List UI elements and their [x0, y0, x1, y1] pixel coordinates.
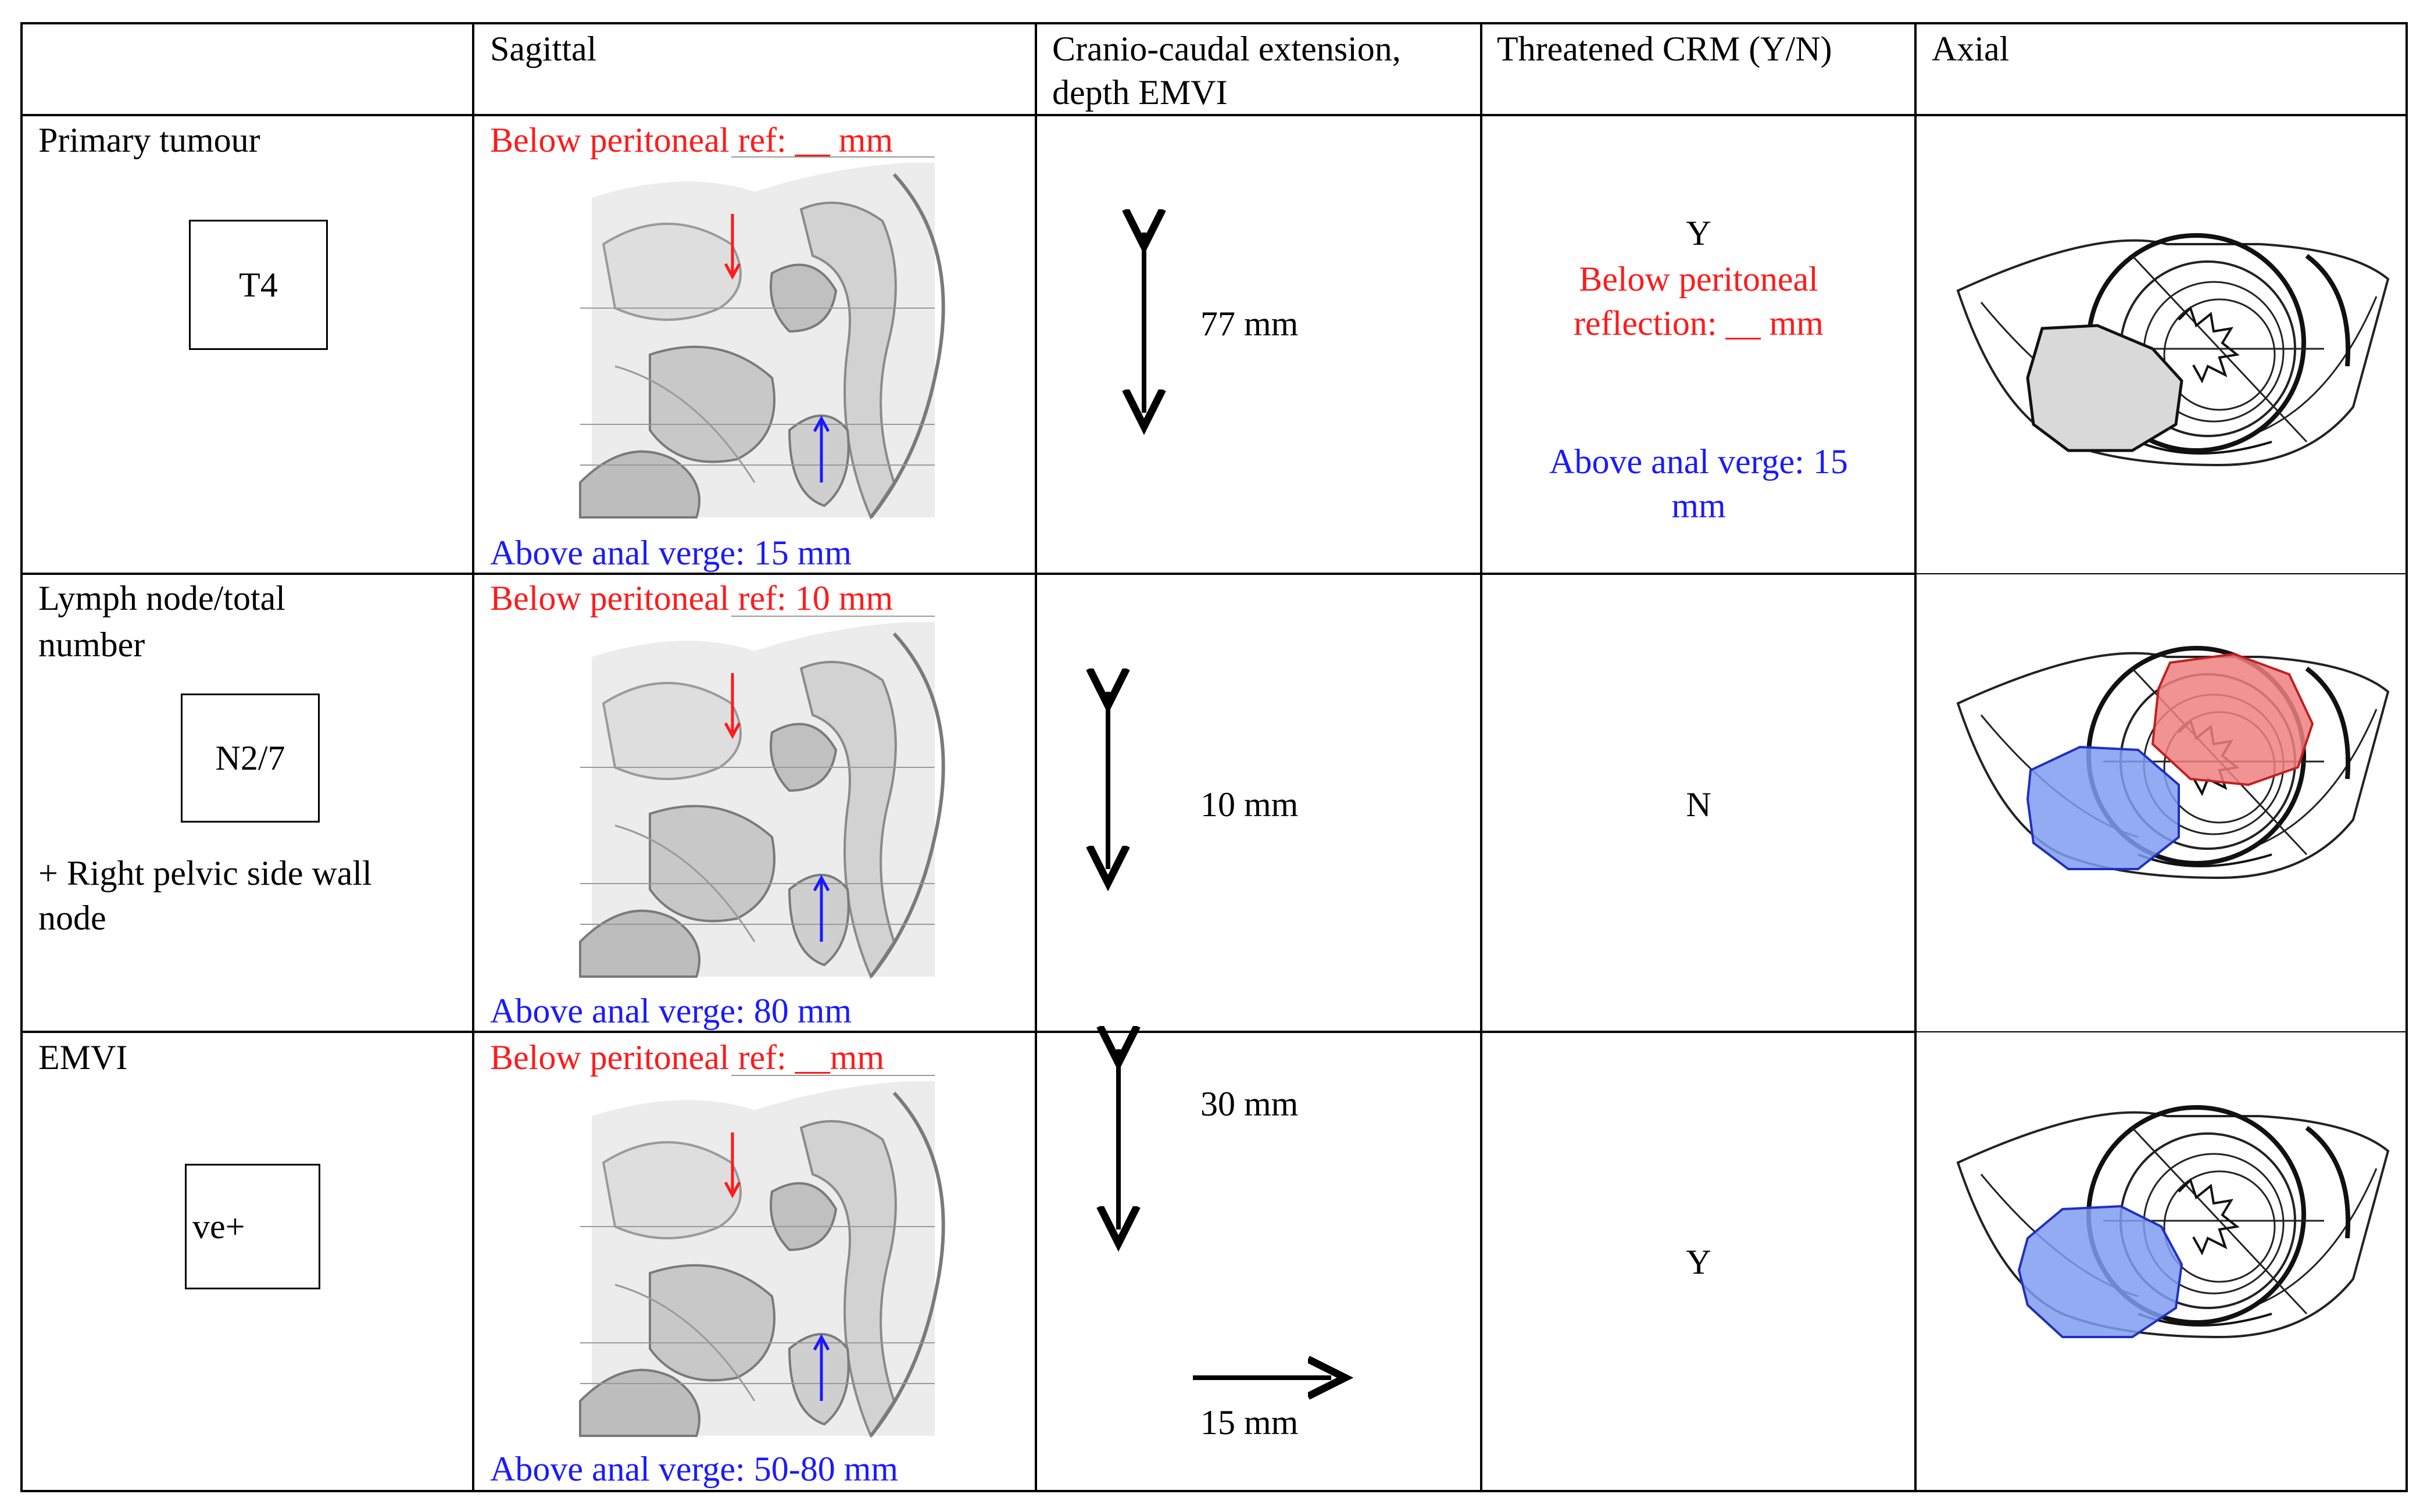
- above-anal-verge: Above anal verge: 50-80 mm: [490, 1450, 899, 1488]
- axial-diagram-row1: [1958, 235, 2388, 465]
- row-label-primary-tumour: Primary tumour: [38, 121, 260, 159]
- header-crm: Threatened CRM (Y/N): [1497, 30, 1832, 68]
- crm-above-anal-verge-line1: Above anal verge: 15: [1549, 442, 1848, 481]
- sagittal-diagram-row1: [580, 157, 943, 529]
- below-peritoneal-ref: Below peritoneal ref: 10 mm: [490, 579, 893, 617]
- crm-value: Y: [1686, 1243, 1711, 1281]
- stage-value: ve+: [192, 1207, 245, 1246]
- extension-value: 77 mm: [1200, 305, 1299, 343]
- row-label-lymph-node-line1: Lymph node/total: [38, 579, 285, 617]
- crm-value: N: [1686, 785, 1711, 824]
- sagittal-diagram-row3: [580, 1075, 943, 1447]
- below-peritoneal-ref: Below peritoneal ref: __mm: [490, 1038, 885, 1077]
- header-axial: Axial: [1932, 30, 2010, 68]
- stage-box-emvi: ve+: [185, 1164, 320, 1289]
- header-extension-line2: depth EMVI: [1052, 73, 1228, 112]
- row-label-lymph-node-line2: number: [38, 625, 145, 664]
- crm-above-anal-verge-line2: mm: [1671, 487, 1726, 525]
- stage-value: T4: [239, 265, 278, 304]
- row-label-emvi: EMVI: [38, 1038, 128, 1077]
- crm-value: Y: [1686, 214, 1711, 252]
- pelvic-side-wall-note-line2: node: [38, 899, 106, 937]
- below-peritoneal-ref: Below peritoneal ref: __ mm: [490, 121, 893, 159]
- extension-value: 30 mm: [1200, 1085, 1299, 1123]
- above-anal-verge: Above anal verge: 15 mm: [490, 534, 852, 572]
- axial-diagram-row3: [1958, 1107, 2388, 1337]
- stage-box-n: N2/7: [181, 694, 320, 823]
- axial-diagram-row2: [1958, 648, 2388, 878]
- stage-box-t: T4: [189, 220, 328, 350]
- header-extension-line1: Cranio-caudal extension,: [1052, 30, 1401, 68]
- header-sagittal: Sagittal: [490, 30, 597, 68]
- sagittal-diagram-row2: [580, 616, 943, 988]
- stage-value: N2/7: [215, 738, 285, 777]
- pelvic-side-wall-note-line1: + Right pelvic side wall: [38, 854, 372, 892]
- extension-value: 10 mm: [1200, 785, 1299, 824]
- above-anal-verge: Above anal verge: 80 mm: [490, 992, 852, 1030]
- crm-below-peritoneal-line2: reflection: __ mm: [1574, 304, 1824, 342]
- depth-value: 15 mm: [1200, 1403, 1299, 1442]
- crm-below-peritoneal-line1: Below peritoneal: [1579, 260, 1818, 298]
